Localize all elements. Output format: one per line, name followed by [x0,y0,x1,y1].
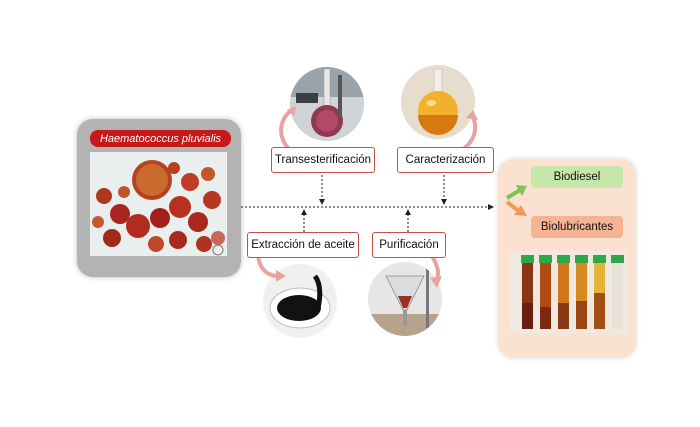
round-flask-image [401,65,475,139]
step-transesterification: Transesterificación [271,147,375,173]
step-oil-extraction: Extracción de aceite [247,232,359,258]
oil-bowl-image [263,264,337,338]
biodiesel-label: Biodiesel [531,166,623,188]
step-purification: Purificación [372,232,446,258]
microscope-cells-image [90,152,227,256]
separatory-funnel-image [368,262,442,336]
step-characterization: Caracterización [397,147,494,173]
test-tubes-image [510,251,627,333]
species-label: Haematococcus pluvialis [90,130,231,147]
biolubricants-label: Biolubricantes [531,216,623,238]
